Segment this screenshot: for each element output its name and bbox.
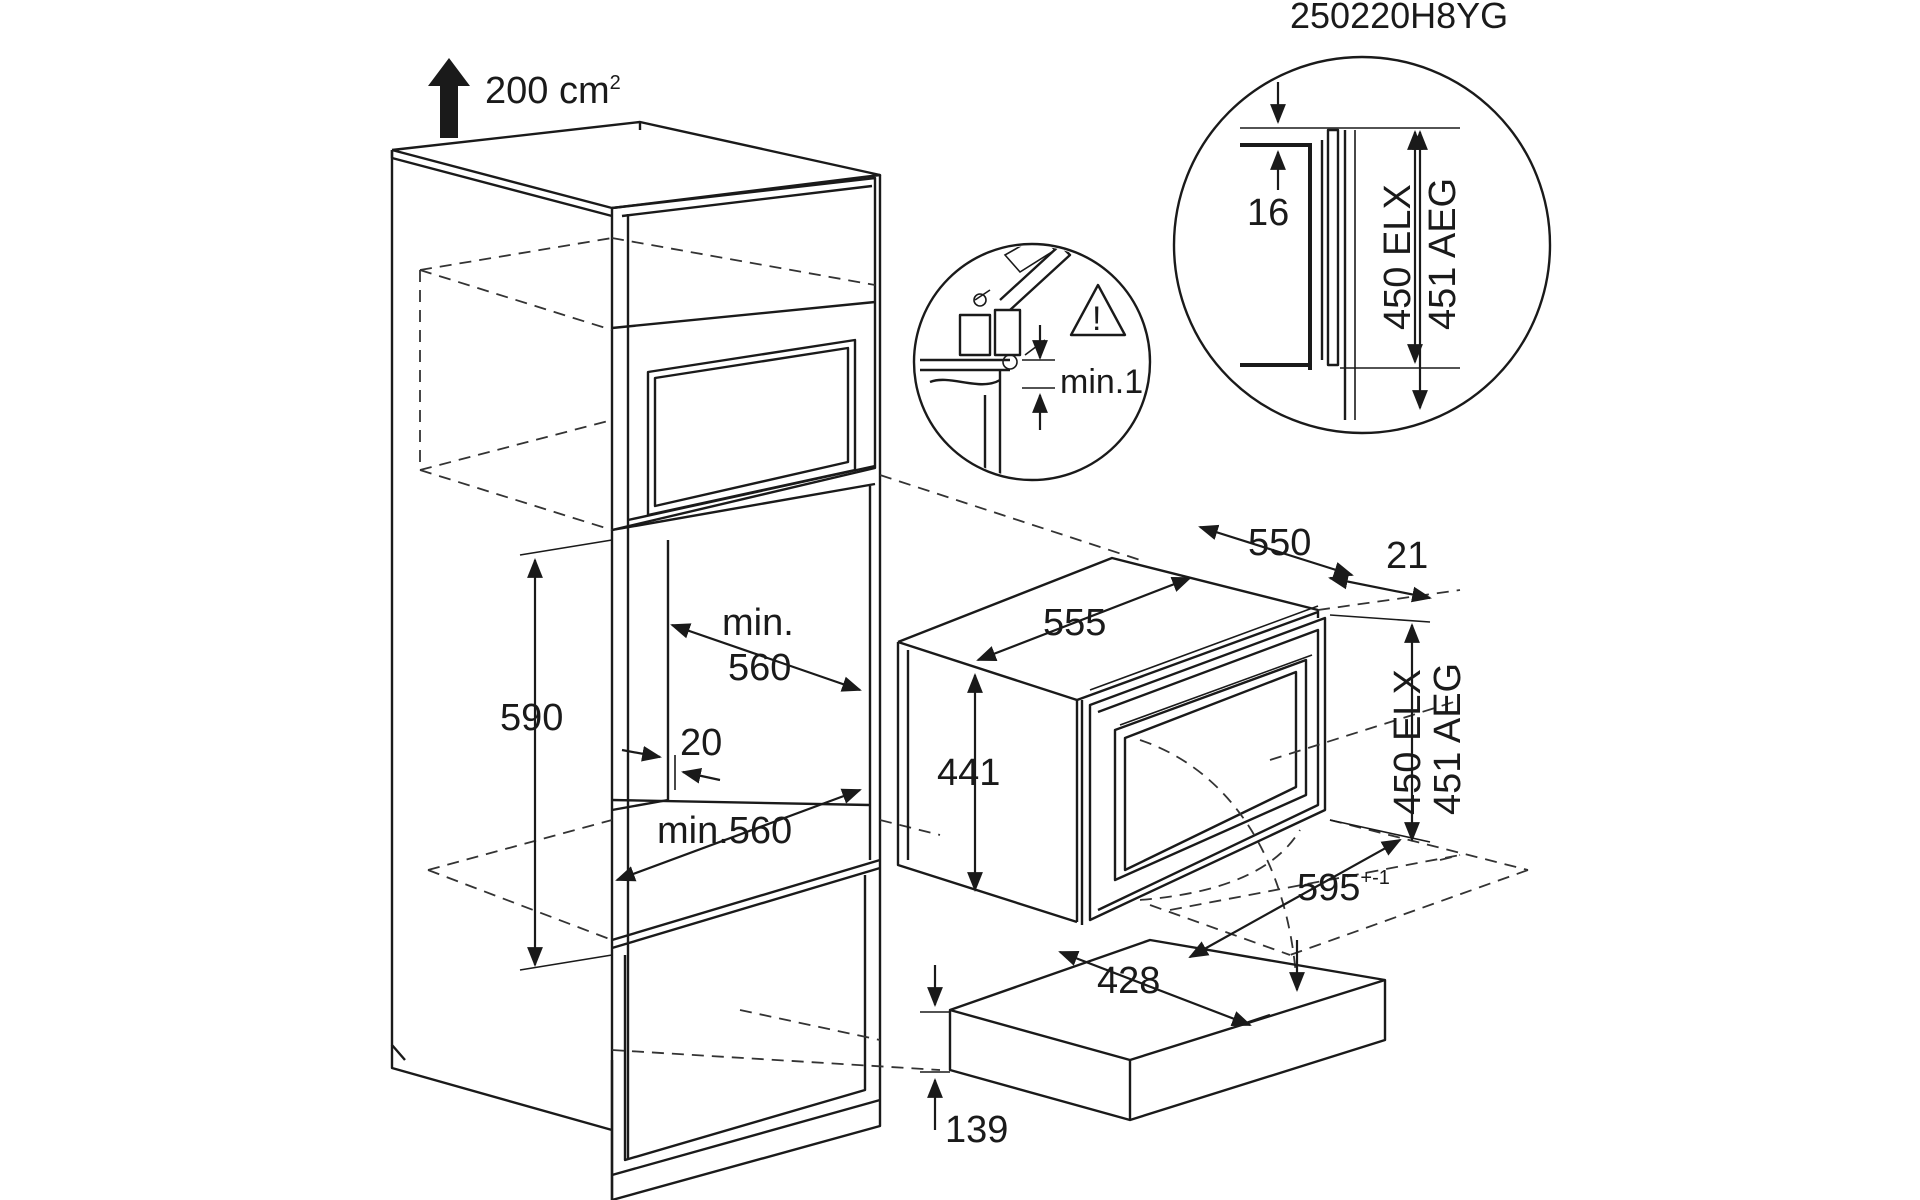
warning-triangle-icon: ! bbox=[1069, 283, 1127, 338]
ventilation-arrow-icon bbox=[428, 58, 470, 138]
svg-text:!: ! bbox=[1092, 300, 1101, 338]
oven-unit bbox=[896, 556, 1327, 925]
niche-depth-label-line2: 560 bbox=[728, 647, 791, 689]
niche-depth-label-line1: min. bbox=[722, 602, 794, 644]
trim-height-aeg-label: 451 AEG bbox=[1422, 178, 1464, 330]
oven-body-height-label: 441 bbox=[937, 752, 1000, 794]
warming-drawer bbox=[948, 938, 1387, 1122]
oven-width-label: 555 bbox=[1043, 602, 1106, 644]
door-offset-label: 21 bbox=[1386, 535, 1428, 577]
warning-detail-circle: ! bbox=[912, 242, 1152, 482]
min-gap-label: min.1 bbox=[1060, 363, 1143, 401]
cabinet-dimension-lines bbox=[519, 539, 862, 971]
niche-width-label: min.560 bbox=[657, 810, 792, 852]
oven-dimension-lines bbox=[967, 524, 1432, 1027]
trim-detail-circle bbox=[1172, 55, 1552, 435]
oven-height-aeg-label: 451 AEG bbox=[1427, 663, 1469, 815]
oven-height-elx-label: 450 ELX bbox=[1387, 669, 1429, 815]
drawer-dimension-lines bbox=[920, 965, 950, 1130]
trim-height-elx-label: 450 ELX bbox=[1377, 184, 1419, 330]
door-swing-label: 428 bbox=[1097, 960, 1160, 1002]
tall-cabinet bbox=[390, 120, 882, 1200]
rear-gap-label: 20 bbox=[680, 722, 722, 764]
ventilation-label: 200 cm2 bbox=[485, 70, 621, 112]
front-width-label: 595+-1 bbox=[1297, 867, 1390, 909]
trim-offset-label: 16 bbox=[1247, 192, 1289, 234]
document-code: 250220H8YG bbox=[1290, 0, 1508, 36]
oven-depth-label: 550 bbox=[1248, 522, 1311, 564]
niche-height-label: 590 bbox=[500, 697, 563, 739]
cabinet-guide-lines bbox=[419, 237, 1141, 1071]
drawer-height-label: 139 bbox=[945, 1109, 1008, 1151]
